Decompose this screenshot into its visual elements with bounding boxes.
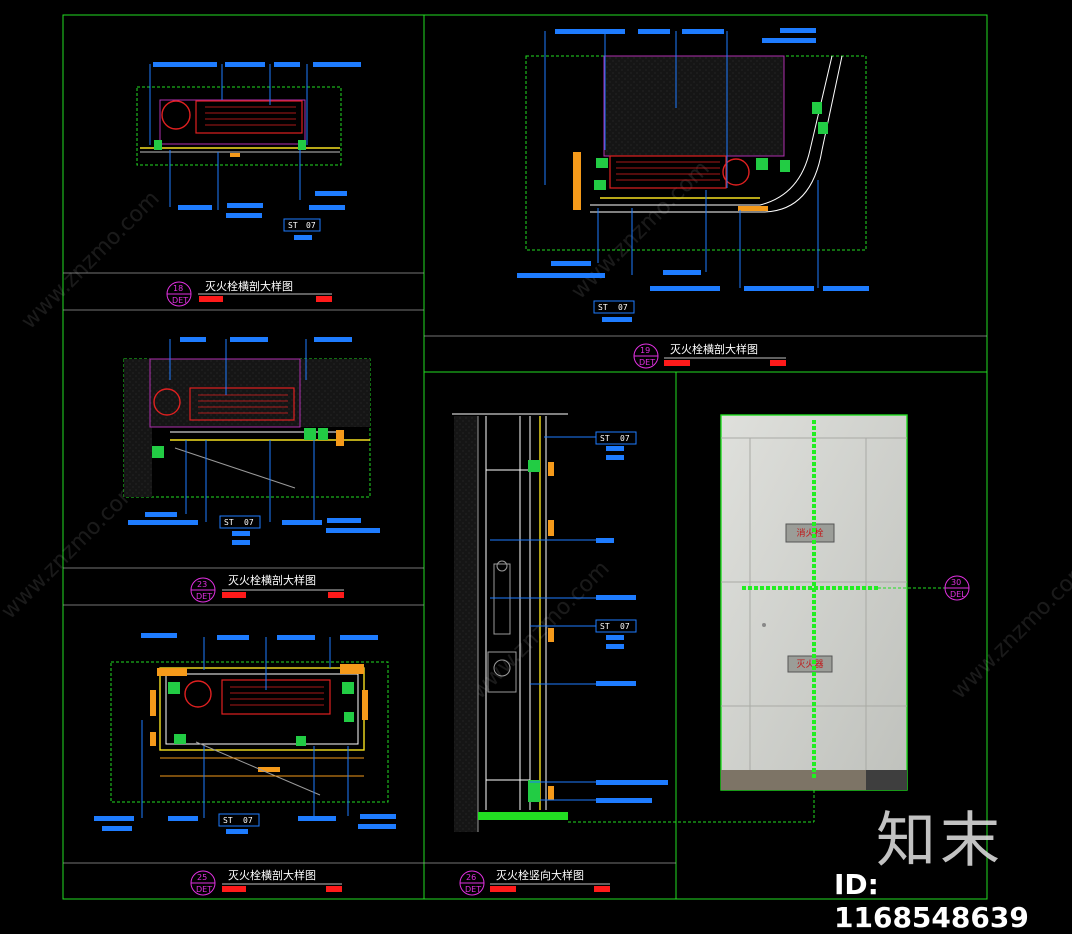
svg-text:ST: ST: [224, 518, 234, 527]
material-tag-d23: ST 07: [219, 515, 261, 529]
svg-text:07: 07: [244, 518, 254, 527]
svg-text:18: 18: [173, 284, 183, 293]
detail-18-plan: [136, 86, 342, 166]
hydrant-sign-bottom: 灭火器: [787, 655, 833, 673]
material-tag-d25: ST 07: [218, 813, 260, 827]
detail-19-leaders: [517, 28, 869, 322]
detail-18-leaders: [149, 62, 361, 240]
svg-text:ST: ST: [598, 303, 608, 312]
sheet-frame: [62, 14, 988, 900]
watermarks: www.znzmo.com www.znzmo.com www.znzmo.co…: [0, 156, 1072, 704]
material-tag-d26-b: ST 07: [595, 619, 637, 633]
svg-text:ST: ST: [288, 221, 298, 230]
svg-text:ST: ST: [600, 434, 610, 443]
svg-text:07: 07: [620, 434, 630, 443]
svg-text:www.znzmo.com: www.znzmo.com: [17, 186, 165, 334]
svg-text:DEL: DEL: [950, 590, 966, 599]
section-marker-30: 30 DEL: [944, 575, 970, 601]
title-block-d26: 26 DET 灭火栓竖向大样图: [459, 868, 610, 896]
detail-23-plan: [123, 358, 371, 498]
svg-text:灭火器: 灭火器: [796, 659, 823, 670]
svg-text:DET: DET: [196, 592, 212, 601]
detail-26-section: [452, 413, 568, 832]
svg-text:DET: DET: [465, 885, 481, 894]
detail-26-leaders: [490, 436, 668, 803]
brand-logo: 知末: [876, 806, 1004, 876]
material-tag-d19: ST 07: [593, 300, 635, 314]
title-block-d23: 23 DET 灭火栓横剖大样图: [190, 573, 344, 603]
svg-text:消火栓: 消火栓: [796, 527, 823, 539]
svg-text:07: 07: [620, 622, 630, 631]
svg-text:ST: ST: [600, 622, 610, 631]
title-block-d25: 25 DET 灭火栓横剖大样图: [190, 868, 342, 896]
panel-title-dividers: [63, 272, 987, 864]
svg-text:19: 19: [640, 346, 650, 355]
svg-text:灭火栓横剖大样图: 灭火栓横剖大样图: [228, 868, 316, 882]
svg-text:23: 23: [197, 580, 207, 589]
material-tag-d26-a: ST 07: [595, 431, 637, 445]
svg-text:26: 26: [466, 873, 476, 882]
title-block-d18: 18 DET 灭火栓横剖大样图: [166, 279, 332, 307]
svg-text:www.znzmo.com: www.znzmo.com: [0, 476, 145, 624]
svg-text:灭火栓竖向大样图: 灭火栓竖向大样图: [496, 868, 584, 882]
svg-text:www.znzmo.com: www.znzmo.com: [947, 556, 1072, 704]
svg-text:DET: DET: [172, 296, 188, 305]
svg-text:DET: DET: [196, 885, 212, 894]
detail-25-leaders: [94, 633, 396, 834]
brand-id: ID: 1168548639: [834, 868, 1029, 934]
svg-text:www.znzmo.com: www.znzmo.com: [567, 156, 715, 304]
reference-photo: 消火栓 灭火器: [568, 414, 945, 823]
title-block-d19: 19 DET 灭火栓横剖大样图: [633, 342, 786, 369]
hydrant-sign-top: 消火栓: [785, 523, 835, 543]
detail-19-plan: [525, 55, 867, 251]
material-tag-d18: ST 07: [283, 218, 321, 232]
svg-text:07: 07: [243, 816, 253, 825]
detail-23-leaders: [128, 337, 380, 545]
svg-text:ST: ST: [223, 816, 233, 825]
svg-text:30: 30: [951, 578, 961, 587]
svg-text:灭火栓横剖大样图: 灭火栓横剖大样图: [228, 573, 316, 587]
svg-text:灭火栓横剖大样图: 灭火栓横剖大样图: [670, 342, 758, 356]
svg-text:灭火栓横剖大样图: 灭火栓横剖大样图: [205, 279, 293, 293]
svg-text:07: 07: [618, 303, 628, 312]
detail-25-plan: [110, 661, 389, 803]
svg-text:07: 07: [306, 221, 316, 230]
svg-text:DET: DET: [639, 358, 655, 367]
svg-text:25: 25: [197, 873, 207, 882]
